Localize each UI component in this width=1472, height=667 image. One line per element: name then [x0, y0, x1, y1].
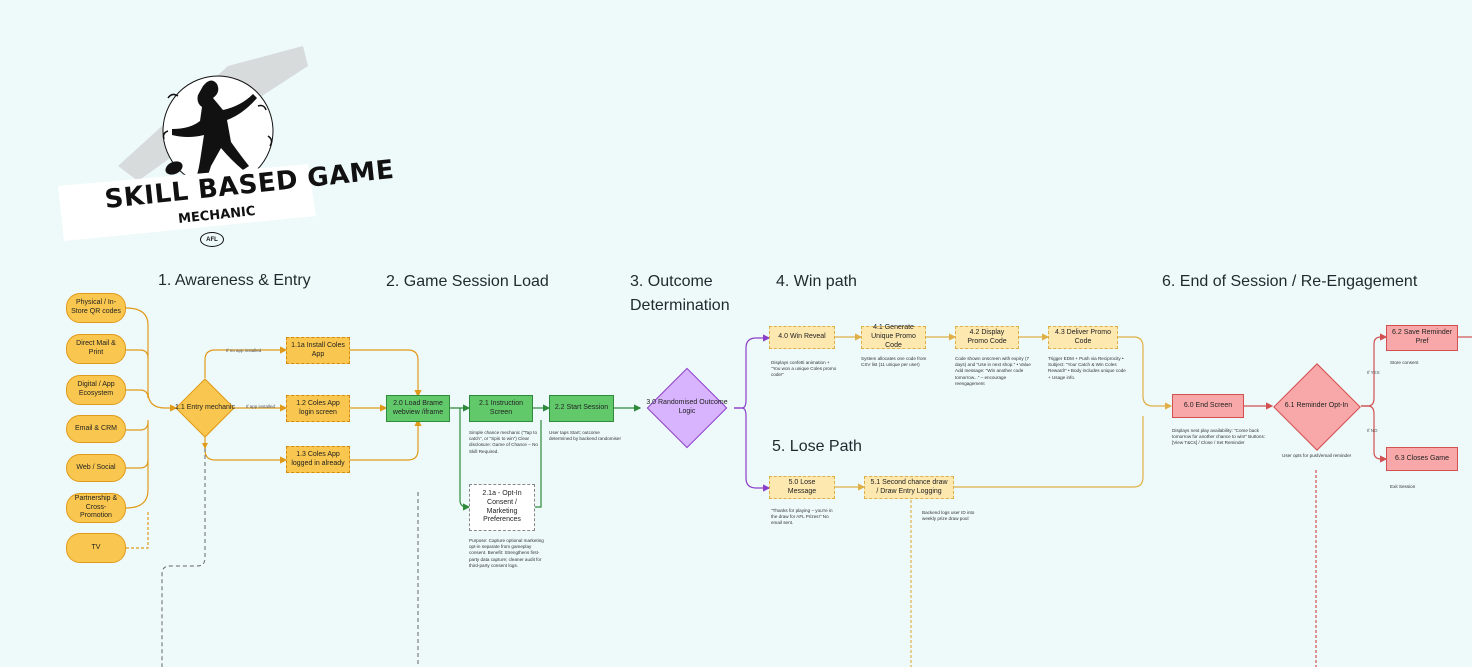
stage-determination: Determination: [630, 297, 730, 314]
save-reminder-pref[interactable]: 6.2 Save Reminder Pref: [1386, 325, 1458, 351]
entry-partnership[interactable]: Partnership & Cross-Promotion: [66, 493, 126, 523]
start-session[interactable]: 2.2 Start Session: [549, 395, 614, 422]
display-promo-code[interactable]: 4.2 Display Promo Code: [955, 326, 1019, 349]
edge-label-no: If NO: [1367, 428, 1378, 433]
note-display-code: Code shown onscreen with expiry (7 days)…: [955, 356, 1031, 386]
stage-outcome: 3. Outcome: [630, 273, 713, 290]
note-deliver-code: Trigger EDM + Push via Reciprocity • Sub…: [1048, 356, 1126, 380]
note-reminder: User opts for push/email reminder: [1282, 453, 1352, 458]
lose-message[interactable]: 5.0 Lose Message: [769, 476, 835, 499]
generate-promo-code[interactable]: 4.1 Generate Unique Promo Code: [861, 324, 926, 349]
closes-game[interactable]: 6.3 Closes Game: [1386, 447, 1458, 471]
entry-web-social[interactable]: Web / Social: [66, 454, 126, 482]
entry-mechanic-decision[interactable]: 1.1 Entry mechanic: [174, 377, 236, 439]
deliver-promo-code[interactable]: 4.3 Deliver Promo Code: [1048, 326, 1118, 349]
entry-tv[interactable]: TV: [66, 533, 126, 563]
entry-physical-qr[interactable]: Physical / In-Store QR codes: [66, 293, 126, 323]
note-optin: Purpose: Capture optional marketing opt-…: [469, 538, 544, 568]
outcome-label: 3.0 Randomised Outcome Logic: [646, 399, 728, 415]
end-screen[interactable]: 6.0 End Screen: [1172, 394, 1244, 418]
reminder-label: 6.1 Reminder Opt-In: [1284, 402, 1349, 410]
note-win-reveal: Displays confetti animation + "You won a…: [771, 360, 837, 378]
edge-label-yes: If YES: [1367, 370, 1380, 375]
note-instruction: Simple chance mechanic ("Tap to catch", …: [469, 430, 538, 454]
reminder-decision[interactable]: 6.1 Reminder Opt-In: [1272, 362, 1361, 451]
stage-lose-path: 5. Lose Path: [772, 438, 862, 455]
outcome-decision[interactable]: 3.0 Randomised Outcome Logic: [640, 367, 734, 449]
logo: SKILL BASED GAME MECHANIC AFL: [58, 36, 396, 256]
note-end-screen: Displays next play availability: "Come b…: [1172, 428, 1266, 446]
stage-win-path: 4. Win path: [776, 273, 857, 290]
afl-badge: AFL: [200, 232, 224, 247]
edge-label-no-app: If no app installed: [226, 348, 262, 353]
install-coles-app[interactable]: 1.1a Install Coles App: [286, 337, 350, 364]
note-start-session: User taps Start; outcome determined by b…: [549, 430, 622, 442]
entry-direct-mail[interactable]: Direct Mail & Print: [66, 334, 126, 364]
note-lose-message: "Thanks for playing – you're in the draw…: [771, 508, 833, 526]
stage-awareness-entry: 1. Awareness & Entry: [158, 272, 311, 289]
stage-game-session-load: 2. Game Session Load: [386, 273, 549, 290]
optin-consent[interactable]: 2.1a - Opt-In Consent / Marketing Prefer…: [469, 484, 535, 531]
edge-label-app: If app installed: [246, 404, 276, 409]
entry-email-crm[interactable]: Email & CRM: [66, 415, 126, 443]
footballer-illustration: [58, 46, 316, 241]
win-reveal[interactable]: 4.0 Win Reveal: [769, 326, 835, 349]
note-save-reminder: Store consent: [1390, 360, 1419, 365]
coles-app-login[interactable]: 1.2 Coles App login screen: [286, 395, 350, 422]
entry-digital-app[interactable]: Digital / App Ecosystem: [66, 375, 126, 405]
stage-end-of-session: 6. End of Session / Re-Engagement: [1162, 273, 1418, 290]
note-generate-code: System allocates one code from CSV list …: [861, 356, 927, 368]
entry-mechanic-label: 1.1 Entry mechanic: [175, 403, 235, 411]
load-brame-webview[interactable]: 2.0 Load Brame webview /iframe: [386, 395, 450, 422]
note-second-chance: Backend logs user ID into weekly prize d…: [922, 510, 975, 522]
second-chance-draw[interactable]: 5.1 Second chance draw / Draw Entry Logg…: [864, 476, 954, 499]
instruction-screen[interactable]: 2.1 Instruction Screen: [469, 395, 533, 422]
note-closes-game: Exit Session: [1390, 484, 1416, 489]
coles-app-logged-in[interactable]: 1.3 Coles App logged in already: [286, 446, 350, 473]
